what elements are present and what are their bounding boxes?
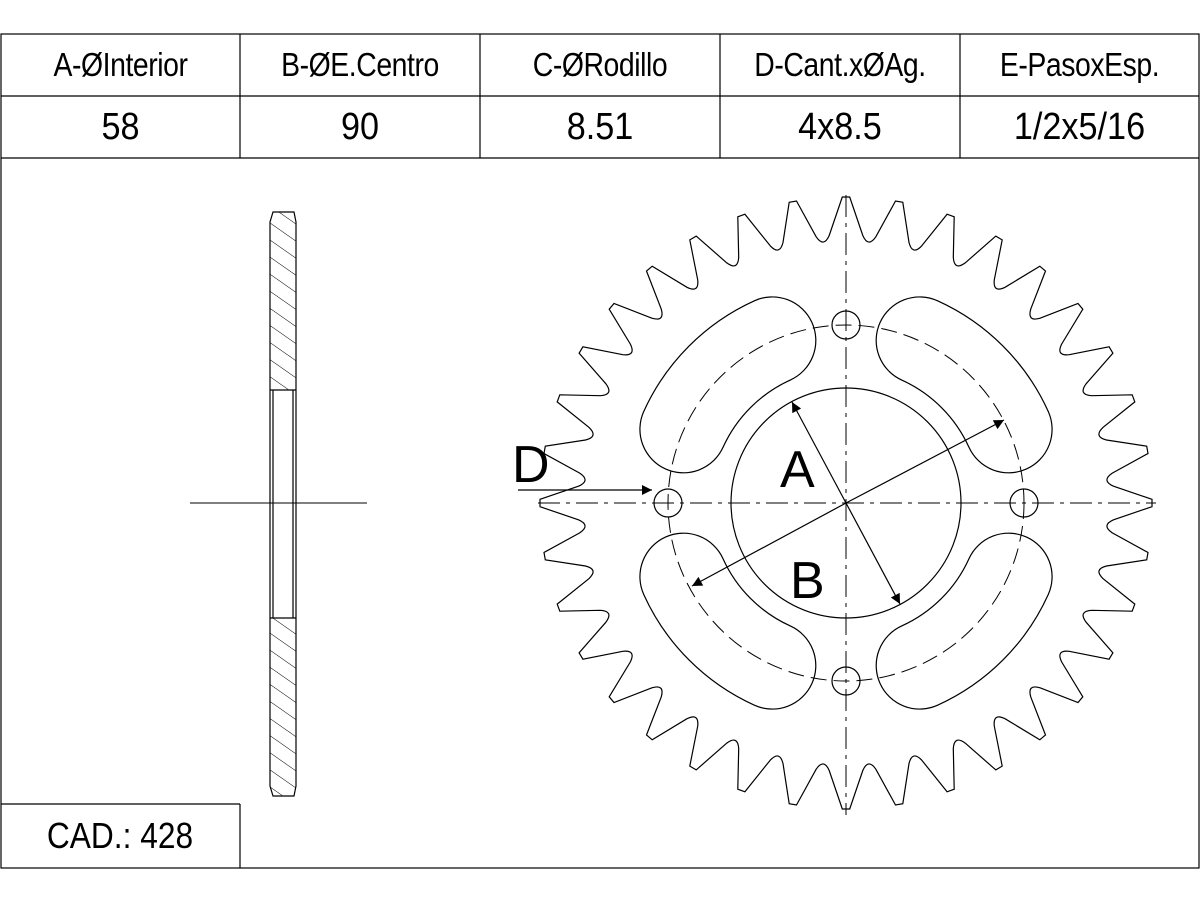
value-hole-count-diameter: 4x8.5 [798,105,882,148]
side-view-hatch-top [270,212,296,390]
header-bolt-center-diameter: B-ØE.Centro [281,46,439,83]
cad-label: CAD.: 428 [46,815,194,856]
header-inner-diameter: A-ØInterior [53,46,188,83]
side-view-hatch-bottom [270,618,296,796]
side-view [190,211,367,797]
label-a: A [780,441,815,499]
dimension-arrow-a [791,401,847,504]
header-hole-count-diameter: D-Cant.xØAg. [754,46,926,83]
header-pitch-thickness: E-PasoxEsp. [999,46,1160,83]
label-d: D [512,436,550,494]
value-inner-diameter: 58 [101,105,140,148]
lightening-windows [639,296,1053,710]
dimension-arrow-b [845,419,1005,504]
label-b: B [790,552,825,610]
lightening-window-3 [875,532,1053,710]
value-bolt-center-diameter: 90 [340,105,380,148]
value-roller-diameter: 8.51 [566,105,634,148]
lightening-window-1 [639,296,817,474]
value-pitch-thickness: 1/2x5/16 [1013,105,1146,148]
lightening-window-2 [875,296,1053,474]
spec-table-grid [0,33,1200,869]
dimension-arrow-a2 [845,502,901,605]
header-roller-diameter: C-ØRodillo [532,46,668,83]
dimension-arrow-b2 [691,502,847,587]
sprocket-tooth-profile [539,196,1153,810]
lightening-window-4 [639,532,817,710]
sprocket-front-view: A B D [512,195,1156,815]
